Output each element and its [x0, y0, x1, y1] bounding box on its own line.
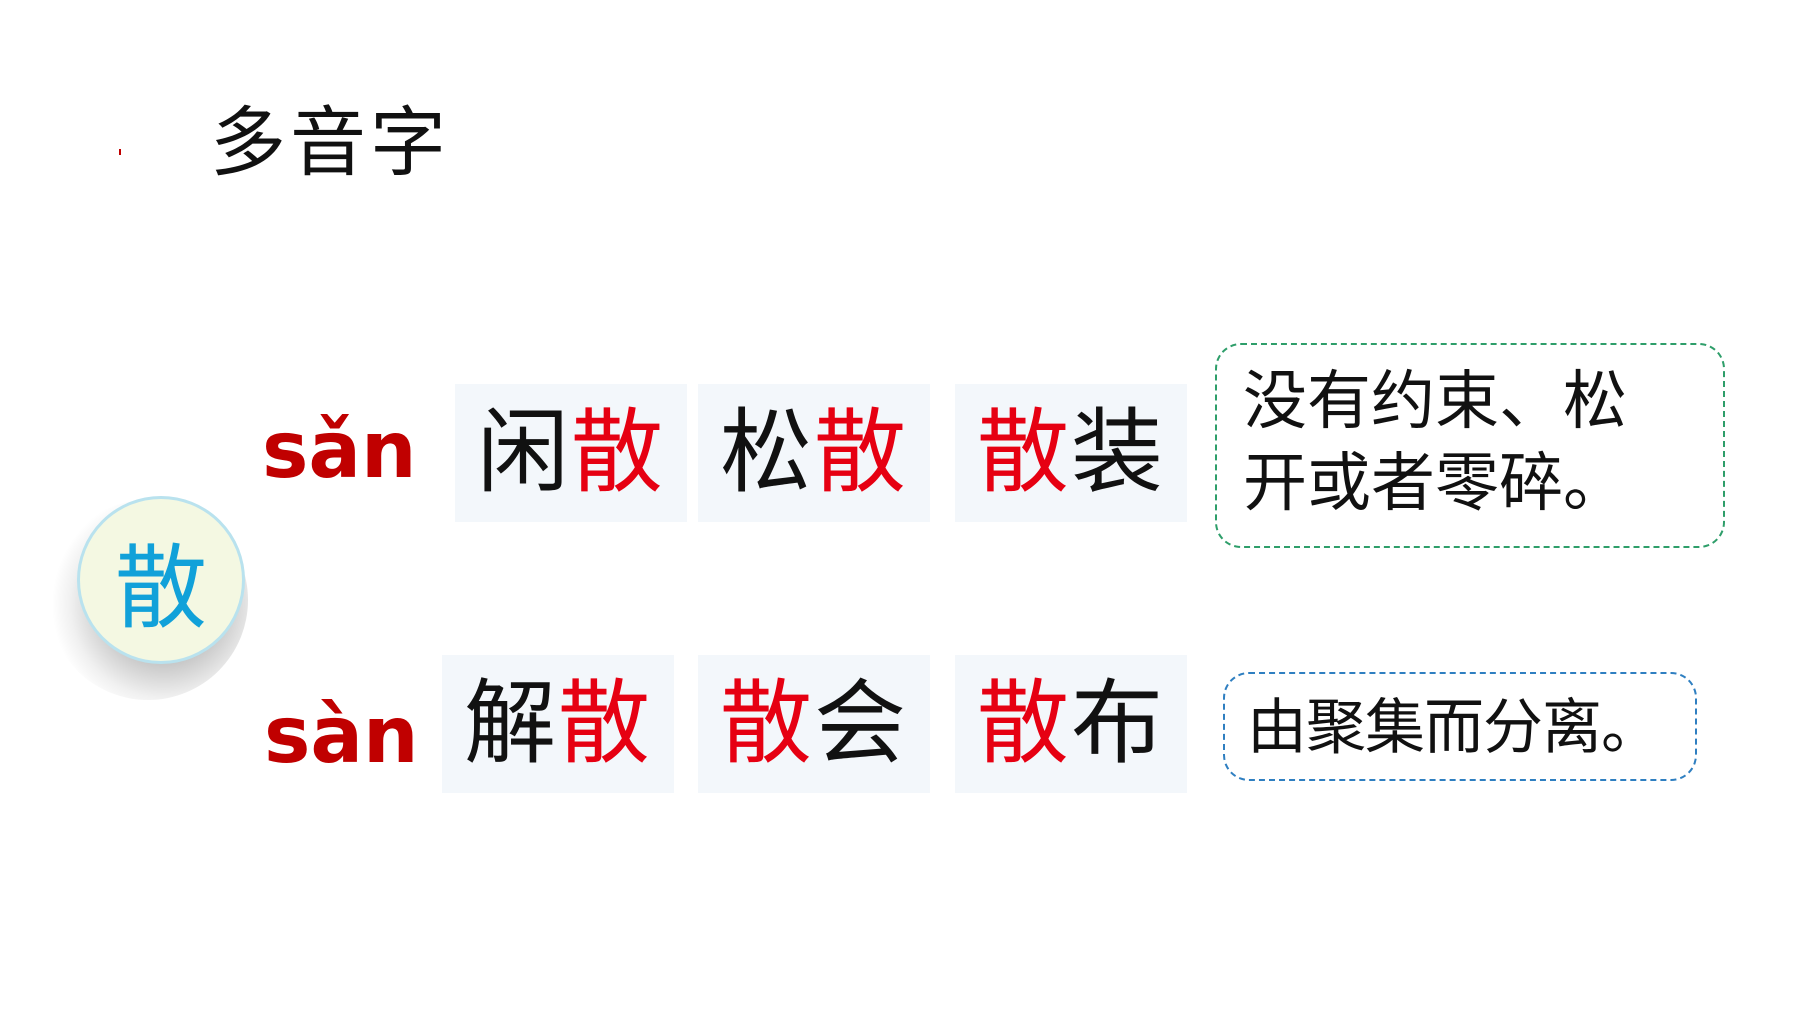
meaning-box-1: 没有约束、松 开或者零碎。: [1215, 343, 1725, 548]
page-title: 多音字: [210, 98, 450, 187]
word-char: 装: [1071, 399, 1166, 506]
meaning-line: 没有约束、松: [1243, 365, 1627, 439]
word-char: 解: [463, 670, 558, 777]
word-char-highlight: 散: [571, 399, 666, 506]
word-char-highlight: 散: [814, 399, 909, 506]
word-char-highlight: 散: [558, 670, 653, 777]
word-char-highlight: 散: [976, 670, 1071, 777]
word-card: 散布: [955, 655, 1187, 793]
word-card: 散装: [955, 384, 1187, 522]
word-char-highlight: 散: [719, 670, 814, 777]
word-char: 闲: [476, 399, 571, 506]
word-card: 解散: [442, 655, 674, 793]
word-card: 松散: [698, 384, 930, 522]
character-circle: 散: [77, 496, 245, 664]
pinyin-2: sàn: [264, 691, 419, 781]
word-char-highlight: 散: [976, 399, 1071, 506]
meaning-line: 开或者零碎。: [1243, 447, 1627, 521]
pinyin-1: sǎn: [262, 406, 417, 496]
word-char: 会: [814, 670, 909, 777]
word-card: 散会: [698, 655, 930, 793]
word-card: 闲散: [455, 384, 687, 522]
red-dot-decoration: [119, 149, 121, 155]
word-char: 松: [719, 399, 814, 506]
meaning-line: 由聚集而分离。: [1247, 693, 1661, 763]
word-char: 布: [1071, 670, 1166, 777]
meaning-box-2: 由聚集而分离。: [1223, 672, 1697, 781]
